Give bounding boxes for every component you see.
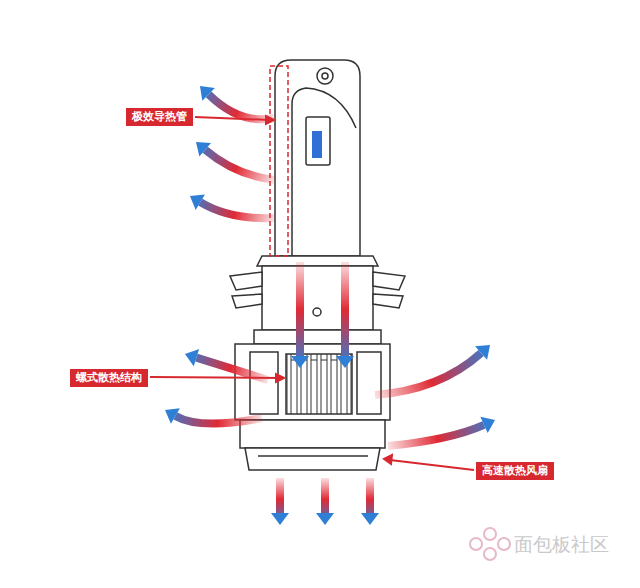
- airflow-arrow: [209, 94, 274, 119]
- airflow-arrowhead: [271, 513, 289, 525]
- airflow-arrow: [388, 425, 484, 446]
- callout-text: 螺式散热结构: [76, 371, 142, 385]
- callout-box: 高速散热风扇: [476, 462, 554, 480]
- airflow-arrowhead: [185, 349, 199, 366]
- watermark: 面包板社区: [514, 532, 609, 558]
- airflow-arrowhead: [475, 345, 490, 360]
- airflow-arrows: [165, 86, 495, 525]
- airflow-arrow: [276, 478, 284, 513]
- airflow-arrowhead: [336, 356, 354, 368]
- airflow-arrowhead: [200, 86, 215, 101]
- callout-text: 极效导热管: [132, 110, 187, 124]
- airflow-arrow: [296, 262, 304, 356]
- airflow-arrow: [375, 353, 481, 395]
- airflow-arrowhead: [480, 417, 495, 433]
- airflow-arrow: [200, 202, 274, 218]
- callout-box: 极效导热管: [126, 108, 193, 126]
- heat-pipe-outline: [270, 66, 288, 256]
- airflow-arrowhead: [316, 513, 334, 525]
- airflow-arrowhead: [190, 194, 205, 209]
- airflow-arrow: [205, 150, 274, 180]
- watermark-logo: [470, 528, 510, 560]
- airflow-arrowhead: [361, 513, 379, 525]
- airflow-arrowhead: [291, 356, 309, 368]
- leader-lines: [150, 116, 474, 470]
- airflow-arrowhead: [165, 408, 180, 424]
- airflow-arrow: [366, 478, 374, 513]
- airflow-arrow: [341, 262, 349, 356]
- callout-box: 螺式散热结构: [70, 369, 148, 387]
- airflow-arrowhead: [196, 142, 211, 157]
- airflow-arrow: [321, 478, 329, 513]
- callout-text: 高速散热风扇: [482, 464, 548, 478]
- airflow-arrow: [175, 416, 262, 424]
- airflow-arrow: [196, 358, 268, 380]
